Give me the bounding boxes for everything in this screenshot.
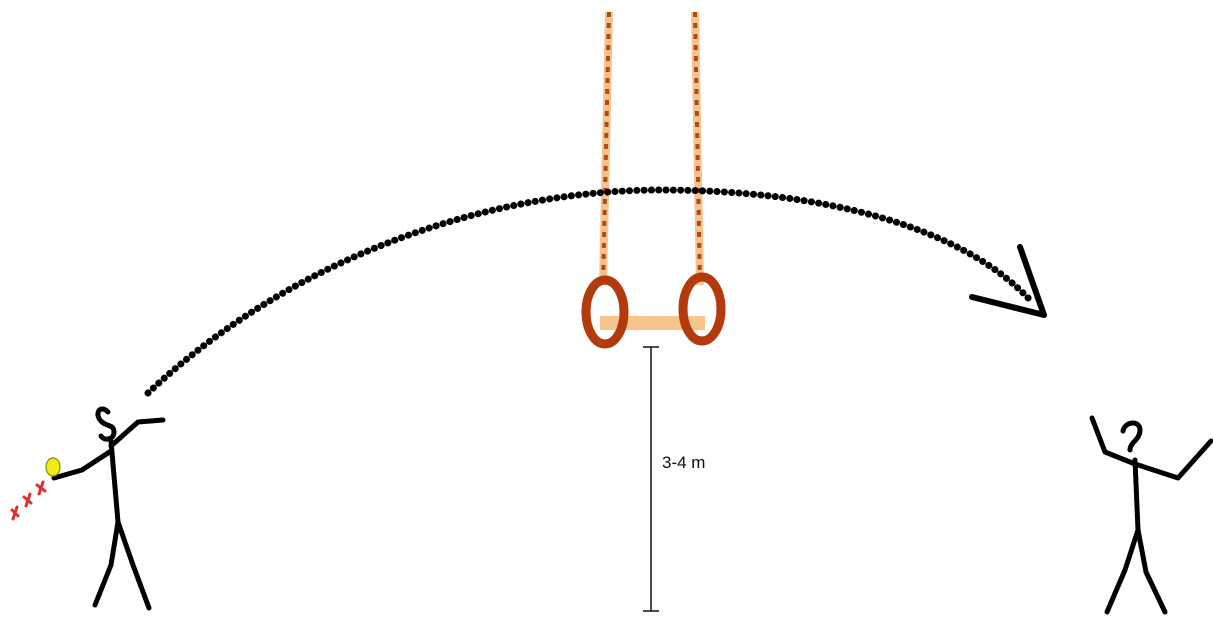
catcher-right-leg (1135, 527, 1168, 615)
catcher-head (1120, 420, 1143, 453)
thrower-body (108, 438, 121, 525)
ball-icon (45, 457, 61, 477)
right-rope (691, 11, 704, 286)
thrower-right-arm (108, 417, 166, 449)
catcher-left-leg (1104, 527, 1141, 615)
thrower-figure (51, 406, 166, 611)
thrower-head (95, 406, 117, 442)
catcher-body (1132, 457, 1141, 533)
catcher-right-arm (1132, 438, 1213, 481)
thrower-right-leg (115, 519, 152, 611)
right-ring (678, 272, 726, 346)
left-rope (599, 11, 613, 286)
arrowhead-icon (969, 244, 1047, 318)
height-measure (643, 346, 659, 612)
height-label: 3-4 m (662, 453, 705, 472)
left-ring (581, 275, 629, 349)
ball-trajectory (144, 186, 1034, 397)
motion-marks (10, 480, 47, 521)
catcher-figure (1089, 415, 1213, 615)
catcher-left-arm (1089, 415, 1138, 467)
thrower-left-arm (51, 448, 114, 481)
thrower-left-leg (92, 519, 121, 608)
